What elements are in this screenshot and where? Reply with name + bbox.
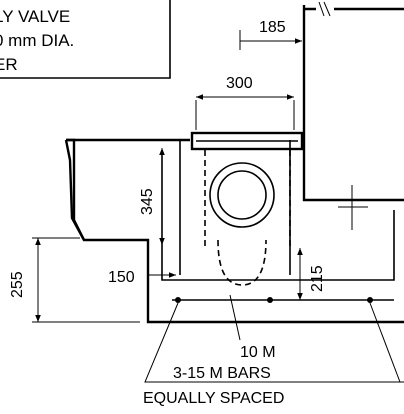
wall-break-mark — [318, 1, 331, 17]
dim-150-label: 150 — [108, 269, 135, 286]
slab-section — [64, 138, 404, 324]
inner-chamber — [161, 150, 395, 281]
note-box: LY VALVE 0 mm DIA. ER — [0, 0, 171, 79]
slab-left-taper — [64, 139, 86, 241]
dim-255: 255 — [9, 237, 140, 323]
note-line-1: LY VALVE — [0, 7, 70, 26]
pipe-outer — [209, 162, 275, 228]
dim-345-label: 345 — [139, 188, 156, 215]
rebar-dot-2 — [267, 297, 273, 303]
dim-300: 300 — [195, 75, 295, 130]
callout-spacing: EQUALLY SPACED — [143, 390, 284, 407]
note-line-2: 0 mm DIA. — [0, 31, 74, 50]
callout-leader-10m — [229, 294, 241, 341]
dim-150: 150 — [108, 269, 176, 286]
callout-leader-left — [144, 302, 404, 383]
dim-255-label: 255 — [9, 271, 26, 298]
slab-outline — [66, 138, 404, 324]
wall-anchor-mark — [338, 185, 368, 230]
callout-10m: 10 M — [240, 344, 276, 361]
rebar-dot-3 — [367, 297, 373, 303]
wall-outline — [302, 5, 404, 202]
dim-215-label: 215 — [309, 265, 326, 292]
valve-bell — [217, 239, 267, 286]
pipe-inner — [217, 170, 267, 220]
dim-185: 185 — [239, 19, 302, 50]
callout-leader-right — [369, 302, 401, 383]
callout-bars: 3-15 M BARS — [173, 365, 271, 382]
valve-lid — [190, 131, 304, 151]
dim-215: 215 — [297, 248, 326, 300]
note-box-border — [0, 0, 171, 79]
wall-section — [302, 1, 404, 230]
dim-345: 345 — [139, 148, 165, 245]
rebar-callout: 10 M 3-15 M BARS EQUALLY SPACED — [143, 294, 404, 407]
dim-300-label: 300 — [226, 75, 253, 92]
rebar-dot-1 — [175, 297, 181, 303]
valve-box — [190, 131, 304, 286]
note-line-3: ER — [0, 55, 18, 74]
dim-185-label: 185 — [259, 19, 286, 36]
